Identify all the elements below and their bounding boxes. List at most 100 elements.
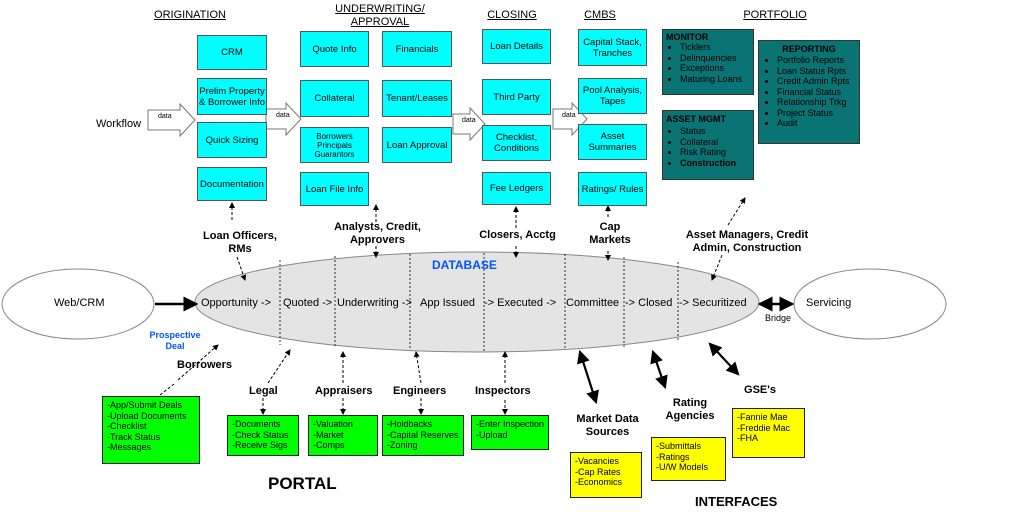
borrowers-box: -App/Submit Deals -Upload Documents -Che…	[102, 396, 200, 464]
portal-title: PORTAL	[268, 474, 337, 493]
web-crm-ellipse	[1, 268, 155, 340]
borrowers-item: -Upload Documents	[107, 410, 187, 421]
appraisers-label: Appraisers	[315, 385, 373, 397]
bridge-label: Bridge	[765, 313, 792, 323]
stage-executed: -> Executed ->	[484, 297, 557, 309]
monitor-item: Maturing Loans	[680, 74, 750, 85]
rating-agencies-box: -Submittals -Ratings -U/W Models	[651, 437, 726, 481]
borrowers-label: Borrowers	[177, 359, 233, 371]
box-asset-summaries: Asset Summaries	[578, 124, 647, 160]
box-loan-approval: Loan Approval	[382, 127, 452, 163]
appraisers-item: -Comps	[313, 440, 345, 450]
interfaces-title: INTERFACES	[695, 494, 778, 509]
reporting-item: Financial Status	[777, 87, 855, 98]
box-quote-info: Quote Info	[300, 31, 369, 67]
reporting-item: Audit	[777, 118, 855, 129]
stage-underwriting: Underwriting ->	[337, 297, 412, 309]
prospective-deal-label: Prospective Deal	[149, 330, 201, 351]
asset-mgmt-item: Risk Rating	[680, 147, 750, 158]
reporting-item: Credit Admin Rpts	[777, 76, 855, 87]
rating-agencies-label: Rating Agencies	[665, 397, 715, 422]
box-crm: CRM	[197, 35, 267, 70]
database-title: DATABASE	[432, 258, 497, 272]
asset-mgmt-item: Status	[680, 126, 750, 137]
box-documentation: Documentation	[197, 167, 267, 201]
reporting-item: Loan Status Rpts	[777, 66, 855, 77]
monitor-item: Exceptions	[680, 63, 750, 74]
box-fee-ledgers: Fee Ledgers	[482, 172, 551, 205]
borrowers-item: -Track Status	[107, 431, 161, 442]
borrowers-item: -Messages	[107, 442, 152, 452]
gses-label: GSE's	[744, 384, 776, 396]
data-tag: data	[562, 112, 576, 119]
box-third-party: Third Party	[482, 79, 551, 115]
rating-agencies-item: -U/W Models	[656, 462, 709, 472]
reporting-item: Project Status	[777, 108, 855, 119]
rating-agencies-item: -Ratings	[656, 451, 690, 462]
box-prelim-property: Prelim Property & Borrower Info	[197, 78, 267, 115]
legal-box: -Documents -Check Status -Receive Sigs	[227, 415, 299, 456]
stage-committee: Committee	[566, 297, 620, 309]
appraisers-box: -Valuation -Market -Comps	[308, 415, 378, 456]
engineers-label: Engineers	[393, 385, 447, 397]
legal-item: -Documents	[232, 419, 281, 429]
inspectors-label: Inspectors	[475, 385, 531, 397]
box-checklist-conditions: Checklist, Conditions	[482, 125, 551, 161]
box-tenant-leases: Tenant/Leases	[382, 80, 452, 117]
legal-item: -Check Status	[232, 429, 289, 440]
borrowers-item: -Checklist	[107, 421, 147, 431]
role-asset-managers: Asset Managers, Credit Admin, Constructi…	[685, 229, 809, 254]
stage-dividers	[279, 253, 679, 351]
appraisers-item: -Valuation	[313, 419, 353, 429]
reporting-title: REPORTING	[782, 44, 836, 54]
box-capital-stack: Capital Stack, Tranches	[578, 29, 647, 66]
header-cmbs: CMBS	[584, 9, 616, 21]
gses-item: -Freddie Mac	[737, 422, 791, 433]
borrowers-item: -App/Submit Deals	[107, 400, 183, 410]
box-ratings-rules: Ratings/ Rules	[578, 172, 647, 206]
web-crm-label: Web/CRM	[54, 297, 105, 309]
role-loan-officers: Loan Officers, RMs	[203, 230, 277, 255]
header-closing: CLOSING	[487, 9, 537, 21]
engineers-item: -Holdbacks	[387, 419, 433, 429]
inspectors-box: -Enter Inspection -Upload	[471, 415, 549, 450]
gses-box: -Fannie Mae -Freddie Mac -FHA	[732, 408, 805, 458]
data-tag: data	[276, 112, 290, 119]
stage-opportunity: Opportunity ->	[201, 297, 272, 309]
market-data-item: -Vacancies	[575, 456, 619, 466]
asset-mgmt-item: Collateral	[680, 137, 750, 148]
box-pool-analysis: Pool Analysis, Tapes	[578, 78, 647, 114]
box-financials: Financials	[382, 31, 452, 67]
stage-quoted: Quoted ->	[283, 297, 333, 309]
appraisers-item: -Market	[313, 429, 344, 440]
stage-securitized: -> Securitized	[679, 297, 747, 309]
reporting-item: Relationship Trkg	[777, 97, 855, 108]
engineers-item: -Capital Reserves	[387, 429, 459, 440]
stage-closed: -> Closed	[625, 297, 673, 309]
box-loan-file-info: Loan File Info	[300, 172, 369, 206]
market-data-label: Market Data Sources	[576, 413, 639, 438]
gses-item: -Fannie Mae	[737, 412, 788, 422]
asset-mgmt-list: Status Collateral Risk Rating Constructi…	[666, 126, 750, 168]
monitor-title: MONITOR	[666, 32, 709, 42]
data-tag: data	[462, 117, 476, 124]
data-tag: data	[158, 113, 172, 120]
role-closers: Closers, Acctg	[479, 229, 556, 241]
legal-label: Legal	[249, 385, 278, 397]
box-loan-details: Loan Details	[482, 29, 551, 64]
engineers-item: -Zoning	[387, 440, 418, 450]
engineers-box: -Holdbacks -Capital Reserves -Zoning	[382, 415, 464, 456]
workflow-label: Workflow	[96, 118, 142, 130]
market-data-box: -Vacancies -Cap Rates -Economics	[570, 452, 642, 498]
market-data-item: -Cap Rates	[575, 466, 621, 477]
monitor-item: Delinquencies	[680, 53, 750, 64]
market-data-item: -Economics	[575, 477, 623, 487]
rating-agencies-item: -Submittals	[656, 441, 702, 451]
monitor-list: Ticklers Delinquencies Exceptions Maturi…	[666, 42, 750, 84]
monitor-box: MONITOR Ticklers Delinquencies Exception…	[662, 29, 754, 95]
reporting-list: Portfolio Reports Loan Status Rpts Credi…	[763, 55, 855, 129]
asset-mgmt-item: Construction	[680, 158, 750, 169]
header-underwriting: UNDERWRITING/ APPROVAL	[335, 3, 425, 28]
header-portfolio: PORTFOLIO	[743, 9, 807, 21]
